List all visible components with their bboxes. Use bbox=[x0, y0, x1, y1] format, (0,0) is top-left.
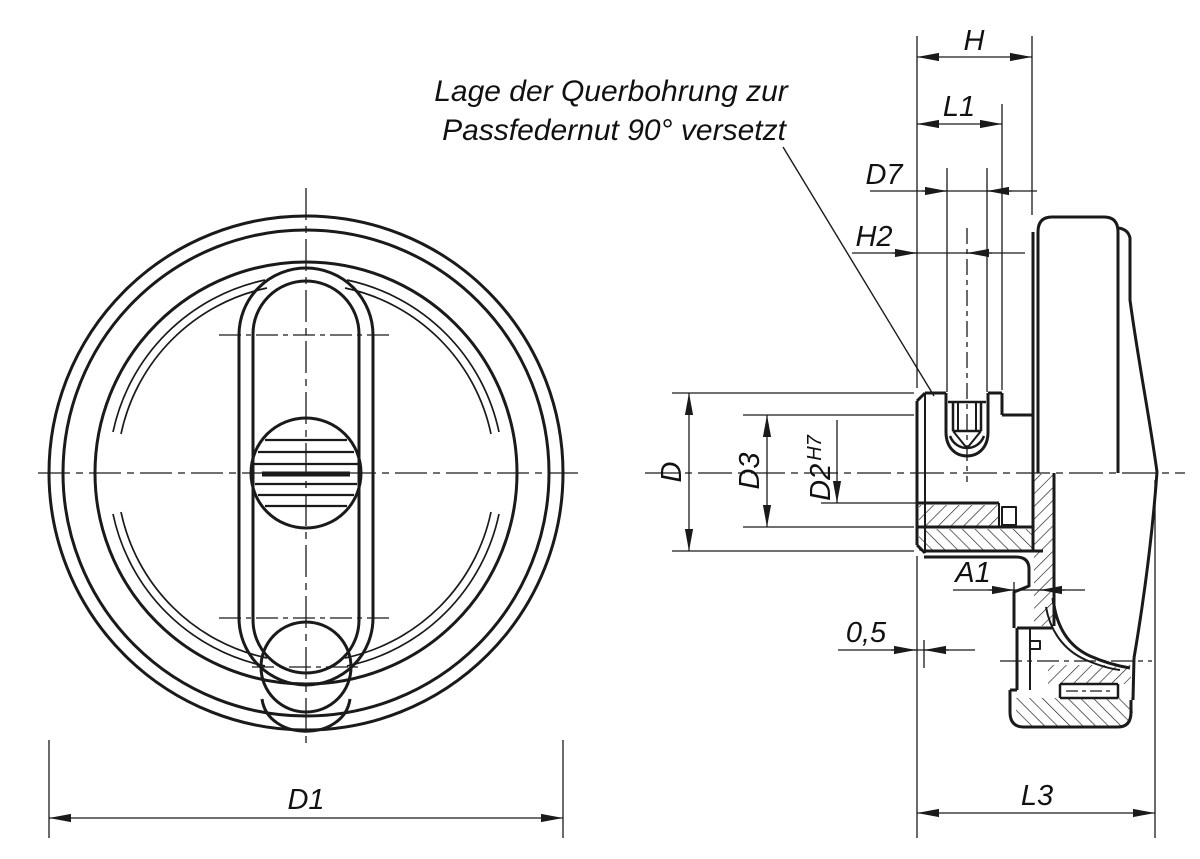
annotation: Lage der Querbohrung zur Passfedernut 90… bbox=[434, 75, 789, 147]
section-outline bbox=[918, 473, 1136, 729]
dimension-l3: L3 bbox=[917, 480, 1156, 838]
dimension-label-d: D bbox=[656, 461, 688, 482]
dimension-d2: D2H7 bbox=[804, 420, 916, 504]
annotation-line-2: Passfedernut 90° versetzt bbox=[442, 114, 788, 147]
dimension-label-h: H bbox=[964, 25, 985, 57]
slot-cap-centerlines bbox=[219, 334, 393, 668]
dimension-d: D bbox=[656, 392, 914, 552]
dimension-label-d3: D3 bbox=[734, 452, 766, 489]
grip-hole bbox=[259, 620, 353, 733]
slot-obround bbox=[237, 266, 375, 687]
dimension-gap: 0,5 bbox=[838, 556, 975, 838]
side-view: H L1 D7 H2 D bbox=[645, 25, 1185, 838]
dimension-d3: D3 bbox=[734, 414, 914, 528]
dimension-a1: A1 bbox=[953, 557, 1085, 618]
hub-bore bbox=[249, 416, 363, 530]
dimension-label-l1: L1 bbox=[943, 91, 975, 123]
dimension-label-gap: 0,5 bbox=[846, 617, 887, 649]
dimension-h2: H2 bbox=[852, 221, 1025, 258]
dimension-l1: L1 bbox=[917, 91, 1003, 390]
dimension-label-d7: D7 bbox=[865, 159, 904, 191]
annotation-line-1: Lage der Querbohrung zur bbox=[434, 75, 789, 108]
dimension-label-h2: H2 bbox=[855, 221, 892, 253]
bore-thread-lines bbox=[254, 438, 358, 508]
hub-outline bbox=[915, 232, 1035, 555]
annotation-leader-line bbox=[782, 146, 935, 397]
dimension-label-l3: L3 bbox=[1021, 780, 1053, 812]
dimension-label-d2: D2H7 bbox=[804, 434, 837, 501]
side-centerlines bbox=[645, 228, 1185, 692]
dimension-d1: D1 bbox=[48, 740, 564, 838]
dimension-label-a1: A1 bbox=[953, 557, 990, 589]
dish-face-arcs bbox=[112, 279, 500, 667]
front-view: D1 bbox=[38, 188, 578, 838]
rim-profile bbox=[1036, 215, 1159, 659]
section-hatching bbox=[919, 474, 1133, 727]
dimension-h: H bbox=[916, 25, 1033, 388]
set-screw bbox=[944, 393, 990, 458]
grip-boss-arc bbox=[260, 698, 352, 733]
dimension-label-d1: D1 bbox=[287, 784, 324, 816]
dimension-d7: D7 bbox=[865, 159, 1037, 392]
